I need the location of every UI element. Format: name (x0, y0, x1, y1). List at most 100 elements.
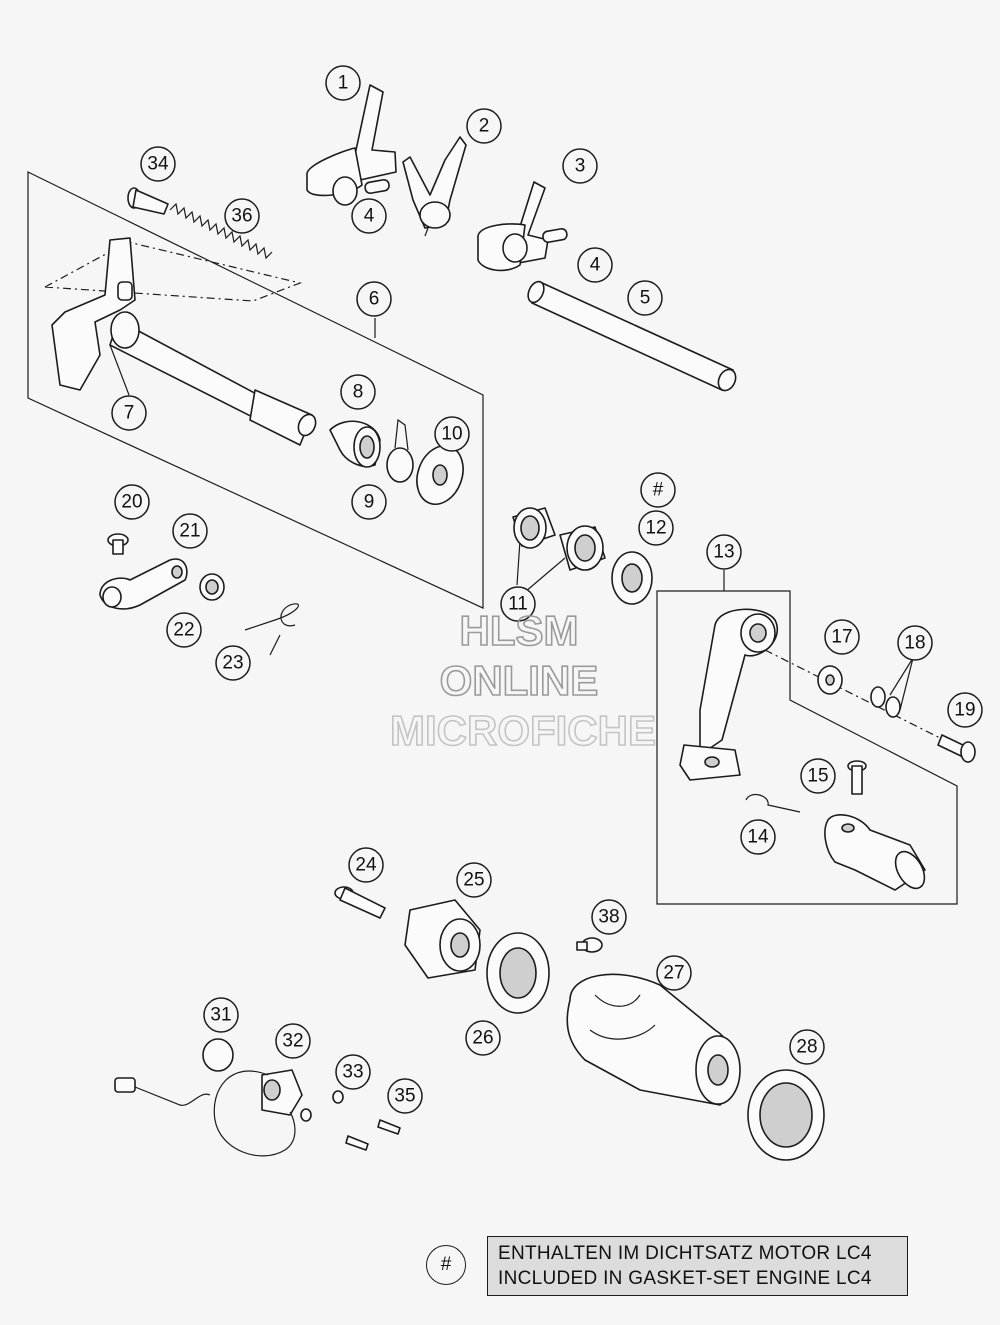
guide-pin-4b (542, 227, 568, 244)
callout-hash: # (640, 472, 676, 508)
screws-35 (345, 1119, 401, 1151)
o-ring-31 (202, 1038, 234, 1072)
svg-text:8: 8 (353, 382, 364, 403)
svg-text:27: 27 (663, 963, 684, 984)
callout-19: 19 (947, 692, 983, 728)
leader-lines (109, 318, 914, 711)
callout-32: 32 (275, 1023, 311, 1059)
callout-26: 26 (465, 1020, 501, 1056)
legend-text-english: INCLUDED IN GASKET-SET ENGINE LC4 (498, 1268, 872, 1289)
washer-17 (817, 665, 843, 695)
callout-34: 34 (140, 146, 176, 182)
svg-text:14: 14 (747, 827, 769, 848)
callout-27: 27 (656, 955, 692, 991)
svg-text:23: 23 (222, 653, 243, 674)
shift-fork-3 (477, 181, 549, 272)
pin-34 (127, 187, 169, 215)
callout-36: 36 (224, 198, 260, 234)
callout-12: 12 (638, 510, 674, 546)
bolt-24 (334, 886, 386, 919)
shift-pedal-foot-peg (824, 814, 926, 891)
watermark-line-3: MICROFICHE (390, 707, 656, 754)
bolt-19 (937, 734, 976, 763)
svg-text:34: 34 (147, 154, 169, 175)
callout-20: 20 (114, 484, 150, 520)
svg-text:1: 1 (338, 73, 349, 94)
watermark-line-1: HLSM (460, 607, 579, 654)
svg-text:10: 10 (441, 424, 462, 445)
bearing-28 (747, 1069, 825, 1161)
callout-28: 28 (789, 1029, 825, 1065)
needle-bearing-11a (512, 507, 556, 549)
bearing-26 (486, 932, 550, 1014)
callout-3: 3 (562, 148, 598, 184)
svg-text:22: 22 (173, 620, 194, 641)
svg-text:11: 11 (508, 594, 528, 615)
callout-18: 18 (897, 625, 933, 661)
sleeve-22 (199, 573, 225, 601)
shaft-seal-12 (611, 551, 653, 605)
spring-36 (169, 202, 273, 260)
svg-text:38: 38 (598, 907, 619, 928)
washer-10 (416, 445, 464, 505)
callout-38: 38 (591, 899, 627, 935)
callout-6: 6 (356, 281, 392, 317)
shift-fork-2 (402, 136, 467, 237)
legend-box: ENTHALTEN IM DICHTSATZ MOTOR LC4 INCLUDE… (487, 1236, 908, 1296)
svg-text:31: 31 (210, 1005, 231, 1026)
legend-symbol: # (426, 1245, 466, 1285)
svg-text:7: 7 (124, 403, 135, 424)
bushing-8 (329, 420, 381, 468)
shift-drum-locator-25 (404, 899, 481, 979)
svg-text:33: 33 (342, 1062, 363, 1083)
svg-text:12: 12 (645, 518, 666, 539)
lever-axis-line (764, 649, 941, 739)
callout-33: 33 (335, 1054, 371, 1090)
svg-text:32: 32 (282, 1031, 303, 1052)
gear-position-sensor-32 (114, 1069, 303, 1157)
fork-shaft-5 (527, 280, 737, 392)
callout-13: 13 (706, 534, 742, 570)
callout-15: 15 (800, 758, 836, 794)
callout-2: 2 (466, 108, 502, 144)
legend-text-german: ENTHALTEN IM DICHTSATZ MOTOR LC4 (498, 1243, 872, 1264)
retaining-clip-9 (386, 418, 414, 483)
svg-text:5: 5 (640, 288, 651, 309)
svg-text:15: 15 (807, 766, 828, 787)
shift-lever-13 (679, 608, 778, 781)
callout-22: 22 (166, 612, 202, 648)
svg-text:2: 2 (479, 116, 490, 137)
callout-10: 10 (434, 416, 470, 452)
pin-15 (847, 760, 867, 795)
svg-text:35: 35 (394, 1086, 415, 1107)
shift-lever-group-frame (656, 590, 958, 905)
svg-text:36: 36 (231, 206, 252, 227)
callout-4a: 4 (351, 198, 387, 234)
svg-text:19: 19 (954, 700, 975, 721)
callout-24: 24 (348, 847, 384, 883)
callout-1: 1 (325, 65, 361, 101)
svg-text:#: # (653, 480, 664, 501)
svg-text:13: 13 (713, 542, 734, 563)
spring-clip-14 (745, 793, 801, 813)
svg-text:9: 9 (364, 492, 375, 513)
callout-5: 5 (627, 280, 663, 316)
shift-shaft-6 (51, 237, 317, 446)
watermark-line-2: ONLINE (440, 657, 599, 704)
svg-text:18: 18 (904, 633, 925, 654)
guide-pin-4a (364, 178, 390, 195)
bolt-20 (107, 533, 129, 555)
shift-fork-1 (306, 84, 397, 206)
svg-text:24: 24 (355, 855, 377, 876)
needle-bearing-11b (559, 525, 606, 571)
svg-text:4: 4 (364, 206, 375, 227)
callout-31: 31 (203, 997, 239, 1033)
svg-text:6: 6 (369, 289, 380, 310)
svg-text:28: 28 (796, 1037, 817, 1058)
shift-shaft-group-frame (27, 171, 484, 609)
callout-21: 21 (172, 513, 208, 549)
callout-8: 8 (340, 374, 376, 410)
callout-35: 35 (387, 1078, 423, 1114)
callout-23: 23 (215, 645, 251, 681)
